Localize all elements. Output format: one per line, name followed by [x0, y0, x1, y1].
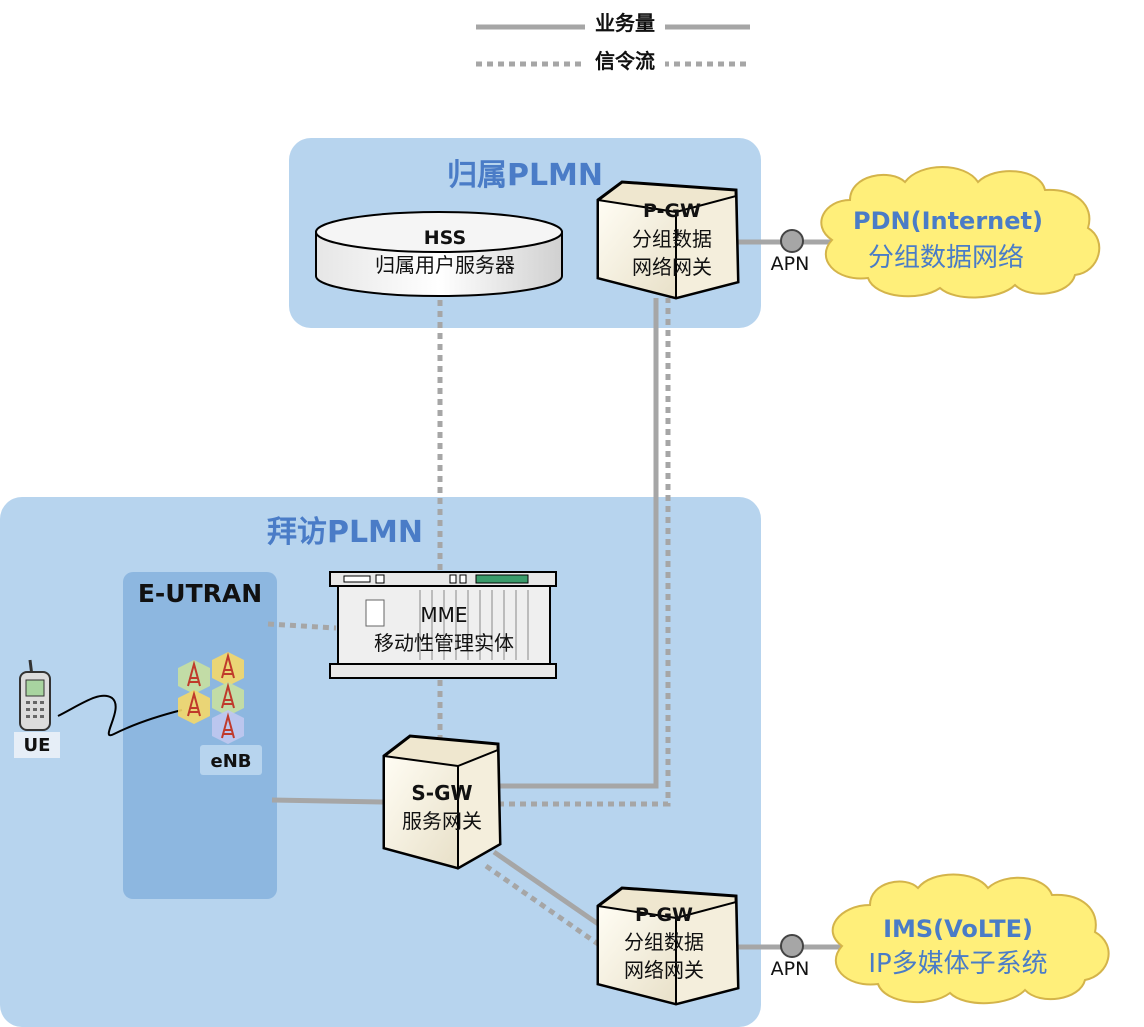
pgw-visited-node: P-GW 分组数据 网络网关 — [596, 886, 740, 1006]
eutran-sgw-traffic — [271, 797, 385, 805]
legend: 业务量 信令流 — [476, 10, 750, 77]
sgw-name: S-GW — [411, 781, 472, 805]
hss-name: HSS — [424, 227, 466, 249]
ue-node: UE — [14, 659, 60, 758]
eutran-region — [123, 572, 277, 899]
eutran-mme-signaling — [267, 621, 337, 631]
apn-home-label: APN — [771, 253, 810, 275]
sgw-pgw-home-traffic — [498, 298, 659, 789]
pdn-desc: 分组数据网络 — [868, 243, 1024, 273]
pgw-home-node: P-GW 分组数据 网络网关 — [596, 180, 740, 300]
hss-desc: 归属用户服务器 — [375, 253, 515, 277]
eutran-title: E-UTRAN — [138, 579, 262, 608]
pgw-home-desc1: 分组数据 — [632, 227, 712, 251]
apn-home-dot — [780, 229, 804, 253]
ue-enb-cable — [57, 694, 183, 737]
sgw-pgw-visited-signaling — [484, 863, 600, 947]
home-plmn-title: 归属PLMN — [447, 158, 603, 193]
apn-visited-dot — [780, 934, 804, 958]
ims-desc: IP多媒体子系统 — [868, 949, 1047, 979]
mme-desc: 移动性管理实体 — [374, 631, 514, 655]
sgw-node: S-GW 服务网关 — [382, 734, 502, 870]
pdn-cloud: PDN(Internet) 分组数据网络 — [820, 166, 1101, 299]
enb-node: eNB — [178, 652, 262, 775]
pgw-home-desc2: 网络网关 — [632, 255, 712, 279]
pgw-visited-desc1: 分组数据 — [624, 930, 704, 954]
sgw-desc: 服务网关 — [402, 809, 482, 833]
mme-name: MME — [420, 603, 467, 627]
pgw-home-name: P-GW — [643, 200, 701, 222]
hss-node: HSS 归属用户服务器 — [315, 211, 563, 297]
enb-label: eNB — [211, 751, 252, 772]
sgw-pgw-home-signaling — [498, 298, 671, 807]
sgw-pgw-visited-traffic — [492, 849, 606, 931]
visited-plmn-title: 拜访PLMN — [267, 515, 423, 550]
ims-cloud: IMS(VoLTE) IP多媒体子系统 — [831, 873, 1110, 1005]
pgw-visited-desc2: 网络网关 — [624, 958, 704, 982]
apn-visited-label: APN — [771, 958, 810, 980]
mme-node: MME 移动性管理实体 — [329, 571, 557, 679]
ue-label: UE — [24, 735, 51, 756]
ims-title: IMS(VoLTE) — [883, 915, 1033, 943]
pgw-visited-name: P-GW — [635, 904, 693, 926]
legend-traffic-label: 业务量 — [595, 11, 655, 35]
pdn-title: PDN(Internet) — [853, 207, 1043, 235]
connections — [267, 239, 842, 950]
legend-signaling-label: 信令流 — [595, 49, 655, 73]
